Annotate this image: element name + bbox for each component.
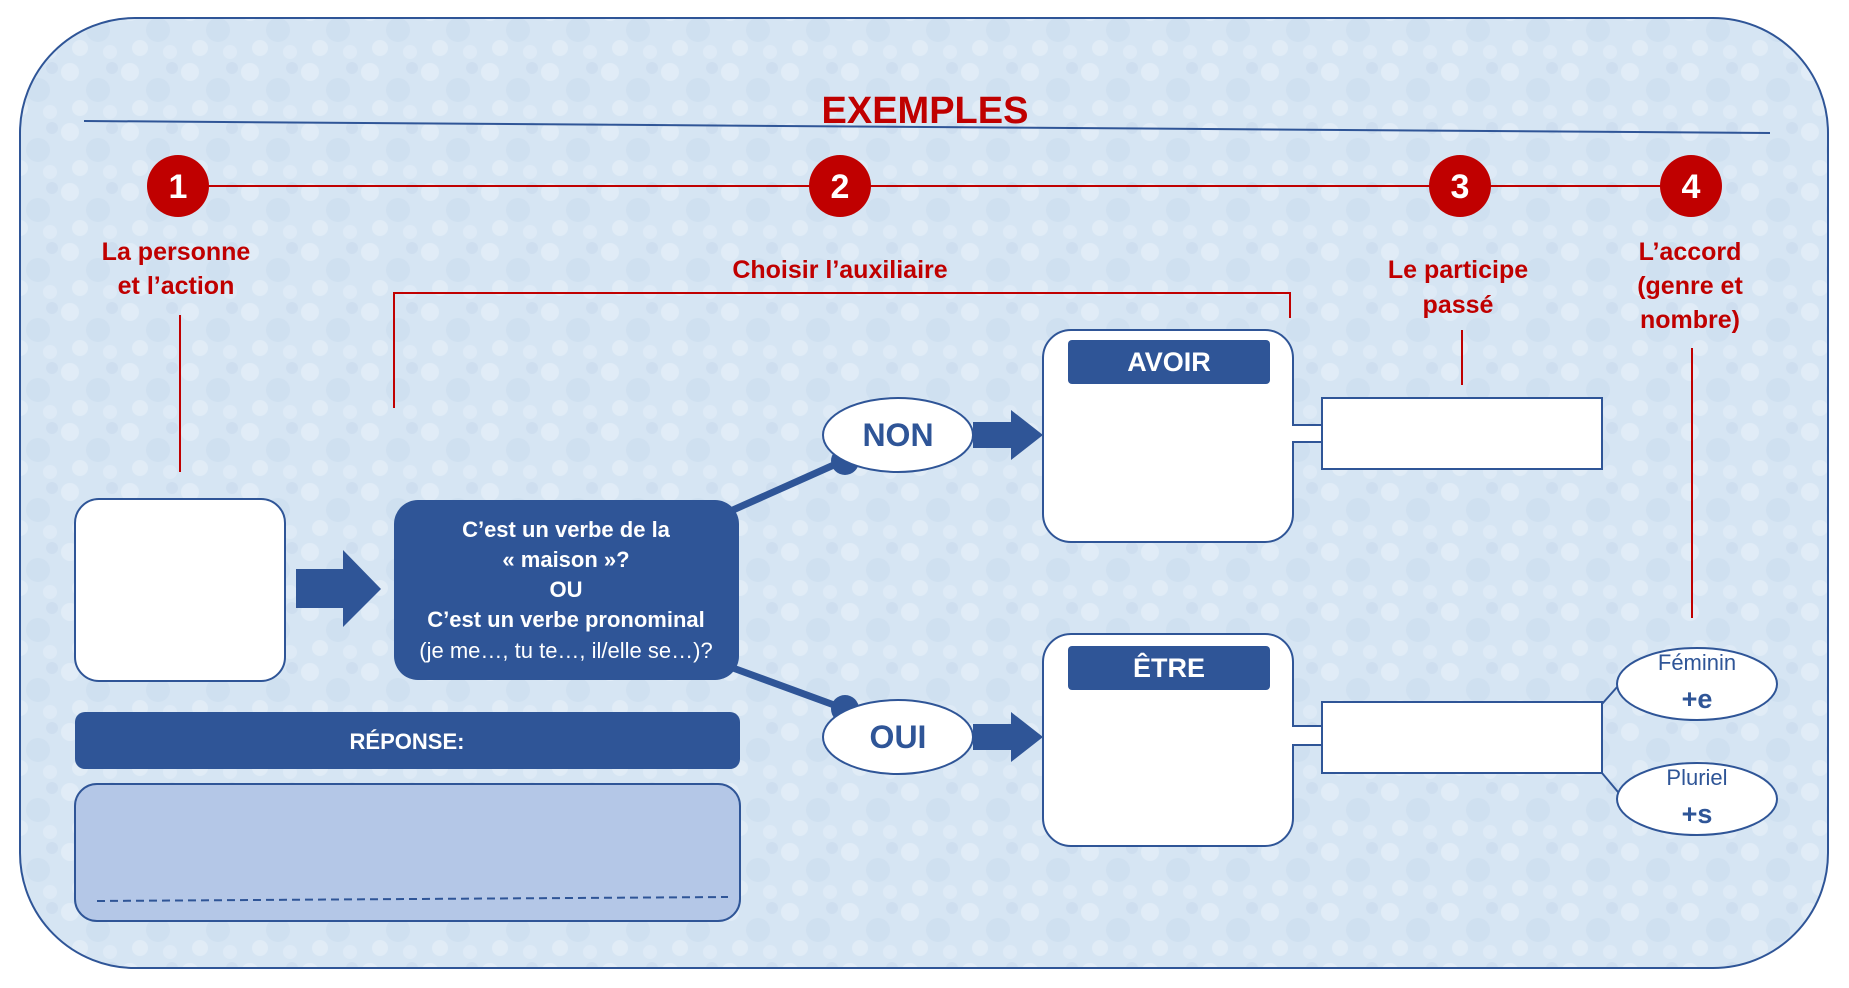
step-3-label-line-1: Le participe xyxy=(1388,256,1528,284)
question-hint: (je me…, tu te…, il/elle se…)? xyxy=(419,638,712,663)
page-title: EXEMPLES xyxy=(822,90,1029,132)
avoir-participle-connector xyxy=(1292,424,1323,443)
step-4-label-line-1: L’accord xyxy=(1639,238,1742,266)
avoir-header xyxy=(1068,340,1270,384)
question-line-1: C’est un verbe de la xyxy=(462,517,671,542)
avoir-header-label: AVOIR xyxy=(1127,347,1211,377)
etre-header-label: ÊTRE xyxy=(1133,652,1205,683)
branch-no-connector xyxy=(731,456,847,514)
feminine-label: Féminin xyxy=(1658,650,1736,675)
branch-yes-connector xyxy=(731,664,847,713)
arrow-to-etre-icon xyxy=(973,712,1043,762)
arrow-to-avoir-icon xyxy=(973,410,1043,460)
step-4: 4 L’accord (genre et nombre) xyxy=(1637,155,1743,334)
response-header xyxy=(75,712,740,769)
step-3-label-line-2: passé xyxy=(1423,291,1494,319)
step-2: 2 Choisir l’auxiliaire xyxy=(732,155,948,284)
step-3: 3 Le participe passé xyxy=(1388,155,1528,319)
plural-value: +s xyxy=(1682,799,1713,829)
step-4-label-line-2: (genre et xyxy=(1637,272,1743,300)
plural-oval xyxy=(1616,762,1778,836)
step-1-number: 1 xyxy=(169,168,188,206)
step-2-bracket xyxy=(393,292,1291,408)
etre-participle-connector xyxy=(1292,725,1323,746)
step-3-marker xyxy=(1429,155,1491,217)
choice-no-label: NON xyxy=(862,417,933,453)
step-4-label-line-3: nombre) xyxy=(1640,306,1740,334)
step-1-marker xyxy=(147,155,209,217)
step-1-label-line-1: La personne xyxy=(102,238,251,266)
feminine-oval xyxy=(1616,647,1778,721)
arrow-to-question-icon xyxy=(296,550,381,627)
step-3-number: 3 xyxy=(1451,168,1470,206)
title-rule xyxy=(83,120,1771,134)
step-2-label-line-1: Choisir l’auxiliaire xyxy=(732,256,947,284)
step-4-marker xyxy=(1660,155,1722,217)
etre-header xyxy=(1068,646,1270,690)
question-line-4: C’est un verbe pronominal xyxy=(427,607,705,632)
feminine-value: +e xyxy=(1682,684,1713,714)
step-2-number: 2 xyxy=(831,168,850,206)
response-answer-box[interactable] xyxy=(74,783,741,922)
choice-yes-label: OUI xyxy=(870,719,927,755)
etre-participle-box[interactable] xyxy=(1321,701,1603,774)
question-line-3: OU xyxy=(550,577,583,602)
question-box xyxy=(394,500,739,680)
step-2-marker xyxy=(809,155,871,217)
step-1-label-line-2: et l’action xyxy=(118,272,235,300)
avoir-participle-box[interactable] xyxy=(1321,397,1603,470)
step-4-number: 4 xyxy=(1682,168,1701,206)
plural-label: Pluriel xyxy=(1666,765,1727,790)
question-line-2: « maison »? xyxy=(502,547,629,572)
step-1: 1 La personne et l’action xyxy=(102,155,251,300)
response-answer-line xyxy=(96,896,729,902)
response-label: RÉPONSE: xyxy=(350,729,465,754)
person-action-box[interactable] xyxy=(74,498,286,682)
